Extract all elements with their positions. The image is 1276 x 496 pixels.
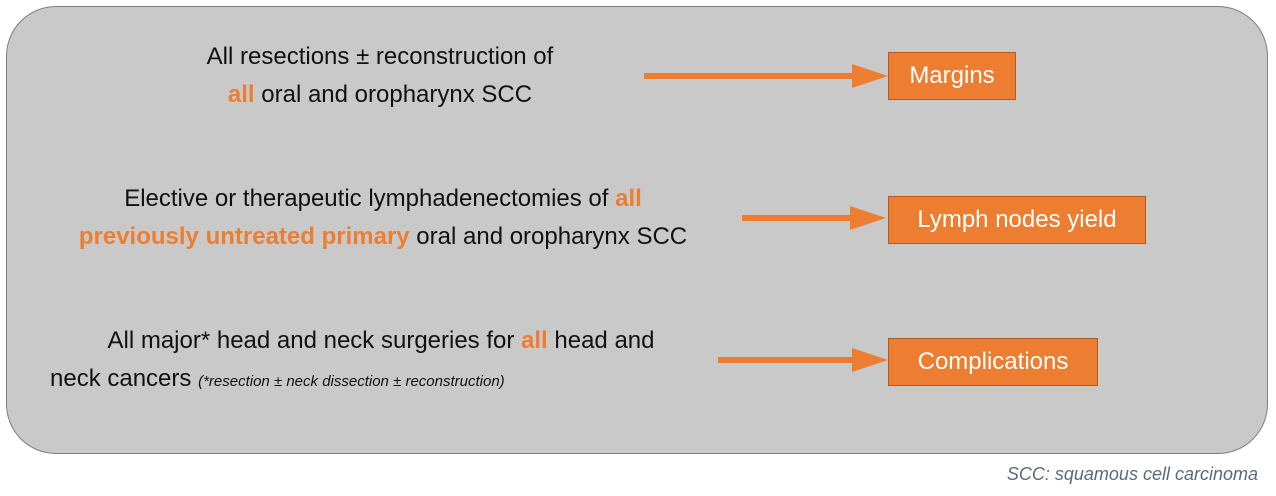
arrow-3 bbox=[718, 348, 888, 372]
statement-1-line-1: All resections ± reconstruction of bbox=[206, 43, 554, 70]
statement-3: All major* head and neck surgeries for a… bbox=[50, 322, 712, 401]
statement-3-note: (*resection ± neck dissection ± reconstr… bbox=[198, 373, 505, 390]
statement-2: Elective or therapeutic lymphadenectomie… bbox=[34, 180, 732, 256]
statement-2-highlight-primary: previously untreated primary bbox=[78, 223, 410, 250]
statement-3-highlight-all: all bbox=[521, 327, 548, 354]
statement-2-highlight-all: all bbox=[615, 185, 642, 212]
statement-3-line-1-text: All major* head and neck surgeries for bbox=[107, 327, 522, 354]
statement-1-line-2-text: oral and oropharynx SCC bbox=[254, 81, 533, 108]
statement-2-line-2: previously untreated primary oral and or… bbox=[34, 218, 732, 256]
arrow-1 bbox=[644, 64, 888, 88]
outcome-lymph-nodes-box: Lymph nodes yield bbox=[888, 196, 1146, 244]
statement-3-line-1-rest: head and bbox=[547, 327, 655, 354]
statement-2-line-1-text: Elective or therapeutic lymphadenectomie… bbox=[124, 185, 616, 212]
statement-1-highlight: all bbox=[227, 81, 255, 108]
statement-2-line-2-text: oral and oropharynx SCC bbox=[409, 223, 688, 250]
statement-3-line-2: neck cancers (*resection ± neck dissecti… bbox=[50, 360, 712, 401]
statement-1: All resections ± reconstruction of all o… bbox=[120, 38, 640, 114]
statement-3-line-2-text: neck cancers bbox=[50, 365, 199, 392]
statement-2-line-1: Elective or therapeutic lymphadenectomie… bbox=[34, 180, 732, 218]
outcome-margins-box: Margins bbox=[888, 52, 1016, 100]
statement-3-line-1: All major* head and neck surgeries for a… bbox=[50, 322, 712, 360]
statement-1-line-2: all oral and oropharynx SCC bbox=[120, 76, 640, 114]
outcome-complications-box: Complications bbox=[888, 338, 1098, 386]
footnote: SCC: squamous cell carcinoma bbox=[1006, 464, 1258, 484]
arrow-2 bbox=[742, 206, 886, 230]
